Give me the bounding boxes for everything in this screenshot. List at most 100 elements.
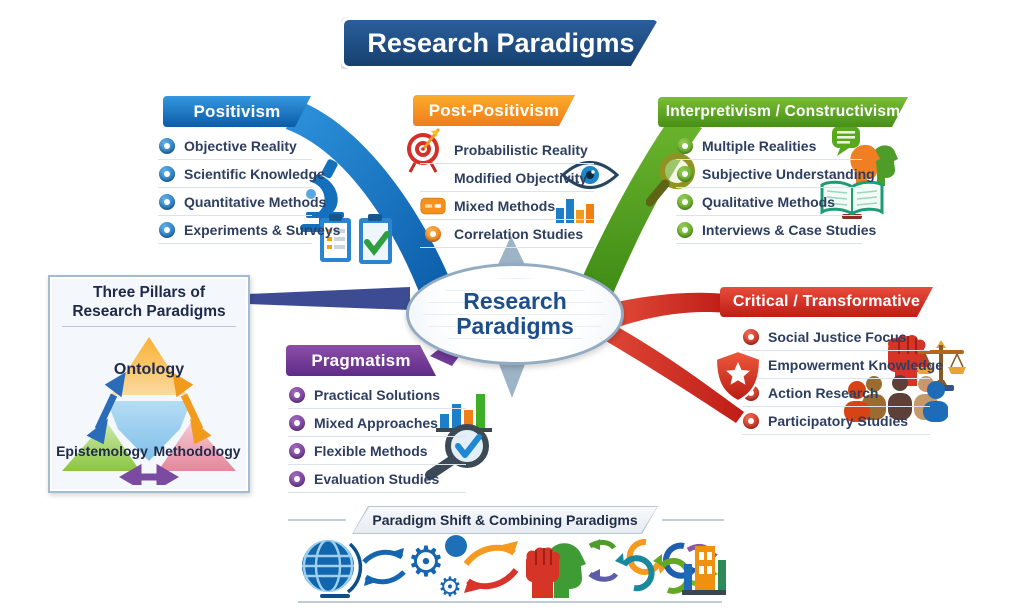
- central-node-line2: Paradigms: [456, 313, 574, 339]
- item-label: Subjective Understanding: [702, 166, 875, 182]
- bullet-icon: [677, 166, 693, 182]
- item-label: Experiments & Surveys: [184, 222, 341, 238]
- item-label: Practical Solutions: [314, 387, 441, 403]
- bullet-icon: [159, 166, 175, 182]
- bullet-icon: [159, 138, 175, 154]
- exchange-arrows-icon: [463, 541, 519, 593]
- item-label: Mixed Methods: [454, 198, 556, 214]
- item-label: Quantitative Methods: [184, 194, 327, 210]
- item-label: Objective Reality: [184, 138, 297, 154]
- bar-chart-icon: [556, 199, 594, 223]
- svg-text:⚙: ⚙: [407, 537, 445, 586]
- item-label: Multiple Realities: [702, 138, 817, 154]
- methodology-label: Methodology: [153, 443, 241, 459]
- bullet-icon: [159, 222, 175, 238]
- tag-icon: [420, 197, 446, 215]
- ontology-triangle: [111, 337, 187, 395]
- interpretivism-swoosh: [582, 115, 702, 296]
- list-item: Mixed Approaches: [288, 410, 466, 437]
- methodology-triangle: [158, 421, 236, 471]
- target-icon: [407, 128, 440, 173]
- blue-double-arrow: [86, 372, 126, 445]
- bullet-icon: [289, 471, 305, 487]
- pillars-connector: [247, 287, 410, 310]
- central-node: Research Paradigms: [406, 263, 624, 365]
- title-banner: Research Paradigms: [341, 17, 661, 69]
- list-item: Experiments & Surveys: [158, 217, 340, 244]
- critical-tail-swoosh: [594, 317, 744, 423]
- page-title: Research Paradigms: [344, 20, 658, 66]
- clipboard-check-icons: [320, 214, 392, 264]
- bullet-icon: [289, 387, 305, 403]
- pillars-title: Three Pillars of Research Paradigms: [50, 284, 248, 321]
- divider: [662, 519, 724, 521]
- fist-head-icon: [526, 543, 586, 598]
- item-label: Empowerment Knowledge: [768, 357, 944, 373]
- purple-double-arrow: [119, 463, 179, 485]
- ontology-label: Ontology: [113, 361, 185, 378]
- item-label: Probabilistic Reality: [454, 142, 588, 158]
- list-item: Objective Reality: [158, 133, 312, 160]
- epistemology-label: Epistemology: [56, 443, 148, 459]
- list-item: Interviews & Case Studies: [676, 217, 876, 244]
- item-label: Social Justice Focus: [768, 329, 907, 345]
- item-label: Qualitative Methods: [702, 194, 836, 210]
- critical-swoosh: [612, 292, 726, 327]
- critical-header: Critical / Transformative: [720, 287, 933, 317]
- transfer-arrows-icon: [362, 548, 406, 586]
- bullet-icon: [677, 194, 693, 210]
- positivism-header: Positivism: [163, 96, 311, 127]
- item-label: Correlation Studies: [454, 226, 584, 242]
- list-item: Flexible Methods: [288, 438, 466, 465]
- central-node-line1: Research: [463, 288, 567, 315]
- item-label: Scientific Knowledge: [184, 166, 325, 182]
- item-label: Action Research: [768, 385, 879, 401]
- item-label: Interviews & Case Studies: [702, 222, 877, 238]
- item-label: Flexible Methods: [314, 443, 428, 459]
- epistemology-triangle: [62, 421, 140, 471]
- list-item: Quantitative Methods: [158, 189, 326, 216]
- divider: [298, 601, 722, 603]
- list-item: Probabilistic Reality: [420, 137, 594, 164]
- pillars-triangle-diagram: [62, 337, 236, 485]
- globe-icon: [302, 540, 363, 598]
- list-item: Qualitative Methods: [676, 189, 862, 216]
- bullet-icon: [289, 415, 305, 431]
- bullet-icon: [743, 329, 759, 345]
- bullet-icon: [159, 194, 175, 210]
- list-item: Empowerment Knowledge: [742, 352, 943, 379]
- list-item: Social Justice Focus: [742, 324, 930, 351]
- bullet-icon: [677, 138, 693, 154]
- speech-heads-icon: [832, 126, 898, 188]
- list-item: Multiple Realities: [676, 133, 862, 160]
- divider: [288, 519, 346, 521]
- orange-double-arrow: [172, 372, 212, 445]
- item-label: Modified Objectivity: [454, 170, 588, 186]
- eye-icon: [561, 161, 619, 189]
- footer-banner: Paradigm Shift & Combining Paradigms: [352, 506, 658, 534]
- paradigm-shift-icons: ⚙ ⚙: [302, 535, 726, 602]
- list-item: Action Research: [742, 380, 930, 407]
- gears-icon: ⚙ ⚙: [407, 535, 467, 602]
- item-label: Participatory Studies: [768, 413, 909, 429]
- shield-star-icon: [714, 350, 762, 402]
- list-item: Evaluation Studies: [288, 466, 466, 493]
- open-book-icon: [820, 180, 884, 219]
- positivism-swoosh: [286, 99, 449, 297]
- list-item: Mixed Methods: [420, 193, 594, 220]
- bar-building-chart-icon: [682, 546, 726, 595]
- center-diamond: [107, 401, 191, 461]
- divider: [62, 326, 236, 328]
- interpretivism-header: Interpretivism / Constructivism: [658, 97, 908, 127]
- bullet-icon: [289, 443, 305, 459]
- pillars-title-line2: Research Paradigms: [72, 302, 226, 320]
- list-item: Subjective Understanding: [676, 161, 875, 188]
- list-item: Participatory Studies: [742, 408, 930, 435]
- list-item: Scientific Knowledge: [158, 161, 325, 188]
- pragmatism-header: Pragmatism: [286, 345, 436, 376]
- svg-text:⚙: ⚙: [438, 572, 462, 602]
- list-item: Practical Solutions: [288, 382, 466, 409]
- footer-banner-label: Paradigm Shift & Combining Paradigms: [353, 507, 657, 533]
- list-item: Modified Objectivity: [420, 165, 594, 192]
